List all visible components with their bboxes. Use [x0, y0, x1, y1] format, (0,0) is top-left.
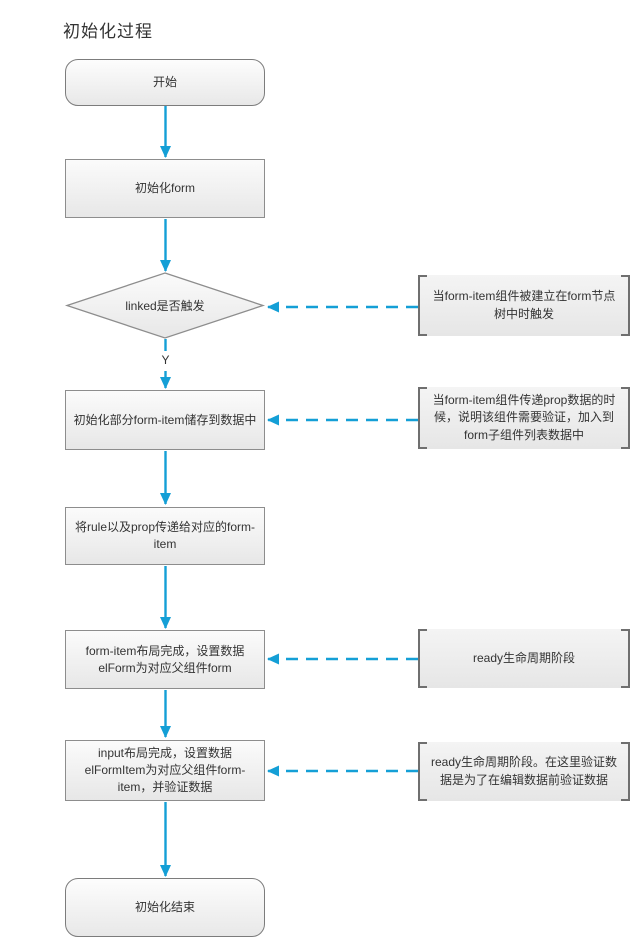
note-ready-validate-label: ready生命周期阶段。在这里验证数据是为了在编辑数据前验证数据 [430, 755, 618, 787]
note-ready-stage: ready生命周期阶段 [418, 629, 630, 688]
node-form-item-ready: form-item布局完成，设置数据elForm为对应父组件form [65, 630, 265, 689]
node-form-item-ready-label: form-item布局完成，设置数据elForm为对应父组件form [85, 643, 245, 675]
node-decision-label: linked是否触发 [125, 299, 205, 313]
note-ready-stage-label: ready生命周期阶段 [472, 650, 576, 665]
note-bracket-left [418, 275, 427, 336]
node-input-ready-label: input布局完成，设置数据elFormItem为对应父组件form-item，… [84, 746, 246, 794]
note-bracket-right [621, 742, 630, 801]
node-store-form-item: 初始化部分form-item储存到数据中 [65, 390, 265, 450]
note-prop-pass-label: 当form-item组件传递prop数据的时候，说明该组件需要验证，加入到for… [432, 392, 616, 442]
note-bracket-right [621, 629, 630, 688]
node-start: 开始 [65, 59, 265, 106]
node-pass-rule-prop-label: 将rule以及prop传递给对应的form-item [74, 520, 256, 551]
note-bracket-left [418, 629, 427, 688]
note-linked-trigger: 当form-item组件被建立在form节点树中时触发 [418, 275, 630, 336]
node-pass-rule-prop: 将rule以及prop传递给对应的form-item [65, 507, 265, 565]
node-input-ready: input布局完成，设置数据elFormItem为对应父组件form-item，… [65, 740, 265, 801]
node-end-label: 初始化结束 [134, 900, 195, 915]
note-prop-pass: 当form-item组件传递prop数据的时候，说明该组件需要验证，加入到for… [418, 387, 630, 449]
note-bracket-right [621, 387, 630, 449]
note-bracket-left [418, 387, 427, 449]
note-bracket-left [418, 742, 427, 801]
node-init-form: 初始化form [65, 159, 265, 218]
node-end: 初始化结束 [65, 878, 265, 937]
note-bracket-right [621, 275, 630, 336]
node-init-form-label: 初始化form [134, 181, 195, 196]
note-linked-trigger-label: 当form-item组件被建立在form节点树中时触发 [432, 289, 616, 321]
node-start-label: 开始 [152, 75, 177, 90]
note-ready-validate: ready生命周期阶段。在这里验证数据是为了在编辑数据前验证数据 [418, 742, 630, 801]
decision-branch-yes-label: Y [161, 353, 170, 367]
page-title: 初始化过程 [63, 22, 153, 41]
node-store-form-item-label: 初始化部分form-item储存到数据中 [73, 412, 257, 427]
node-decision-linked: linked是否触发 [67, 273, 263, 338]
